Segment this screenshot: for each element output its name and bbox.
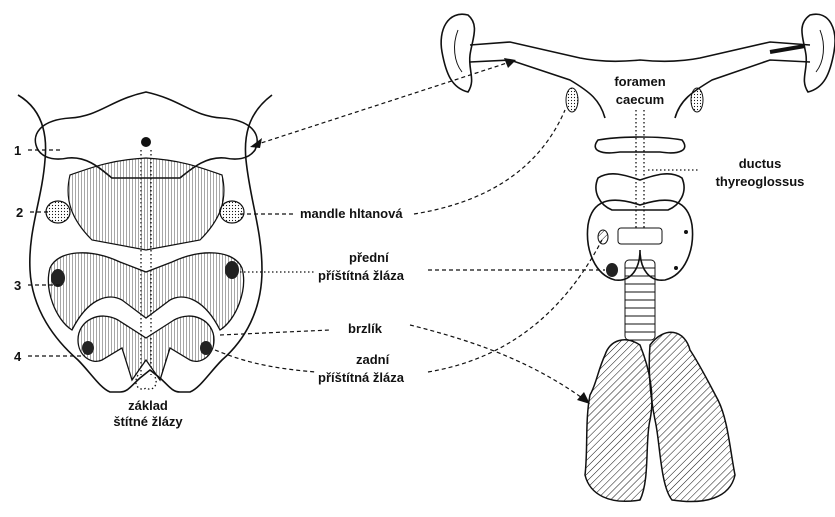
label-zadni-2: příštítná žláza — [318, 370, 405, 385]
label-zadni-1: zadní — [356, 352, 390, 367]
label-brzlik: brzlík — [348, 321, 383, 336]
thymus-right-lobe — [649, 332, 735, 501]
label-zaklad-1: základ — [128, 398, 168, 413]
parathyroid-posterior-right — [200, 341, 212, 355]
leader-mandle-right — [414, 110, 565, 214]
leader-brzlik-left — [220, 330, 330, 335]
thyroid-small-dot-1 — [684, 230, 688, 234]
label-2: 2 — [16, 205, 23, 220]
arrowhead-thymus — [577, 392, 590, 404]
label-predni-1: přední — [349, 250, 389, 265]
parathyroid-posterior-left — [82, 341, 94, 355]
label-4: 4 — [14, 349, 22, 364]
label-mandle: mandle hltanová — [300, 206, 403, 221]
label-zaklad-2: štítné žlázy — [113, 414, 183, 429]
tonsil-left — [46, 201, 70, 223]
label-foramen-2: caecum — [616, 92, 664, 107]
ear-left — [441, 14, 474, 92]
tonsil-right — [220, 201, 244, 223]
thyroid-base — [136, 375, 156, 389]
parathyroid-adult-inferior — [606, 263, 618, 277]
label-ductus-1: ductus — [739, 156, 782, 171]
parathyroid-adult-superior — [598, 230, 608, 244]
hyoid — [595, 137, 685, 153]
pharynx-arch-3 — [48, 253, 243, 330]
parathyroid-anterior-right — [225, 261, 239, 279]
label-3: 3 — [14, 278, 21, 293]
thyroid-small-dot-2 — [674, 266, 678, 270]
leader-brzlik-right — [410, 325, 585, 400]
foramen-caecum-dot — [141, 137, 151, 147]
label-ductus-2: thyreoglossus — [716, 174, 805, 189]
leader-zadni-right — [428, 240, 602, 372]
tonsil-adult-right — [691, 88, 703, 112]
thyroid-isthmus — [618, 228, 662, 244]
tonsil-adult-left — [566, 88, 578, 112]
ear-right — [802, 14, 835, 92]
thymus-left-lobe — [585, 340, 652, 501]
label-1: 1 — [14, 143, 21, 158]
tongue-bar-right — [770, 46, 805, 52]
pharynx-arch-4 — [78, 316, 214, 380]
label-predni-2: příštítná žláza — [318, 268, 405, 283]
arrowhead-pharynx — [250, 138, 262, 148]
trachea — [625, 260, 655, 340]
label-foramen-1: foramen — [614, 74, 665, 89]
parathyroid-anterior-left — [51, 269, 65, 287]
ear-right-inner — [816, 30, 823, 72]
pharynx-figure — [18, 92, 272, 392]
ear-left-inner — [455, 30, 462, 72]
pharynx-median-striated — [68, 158, 224, 250]
